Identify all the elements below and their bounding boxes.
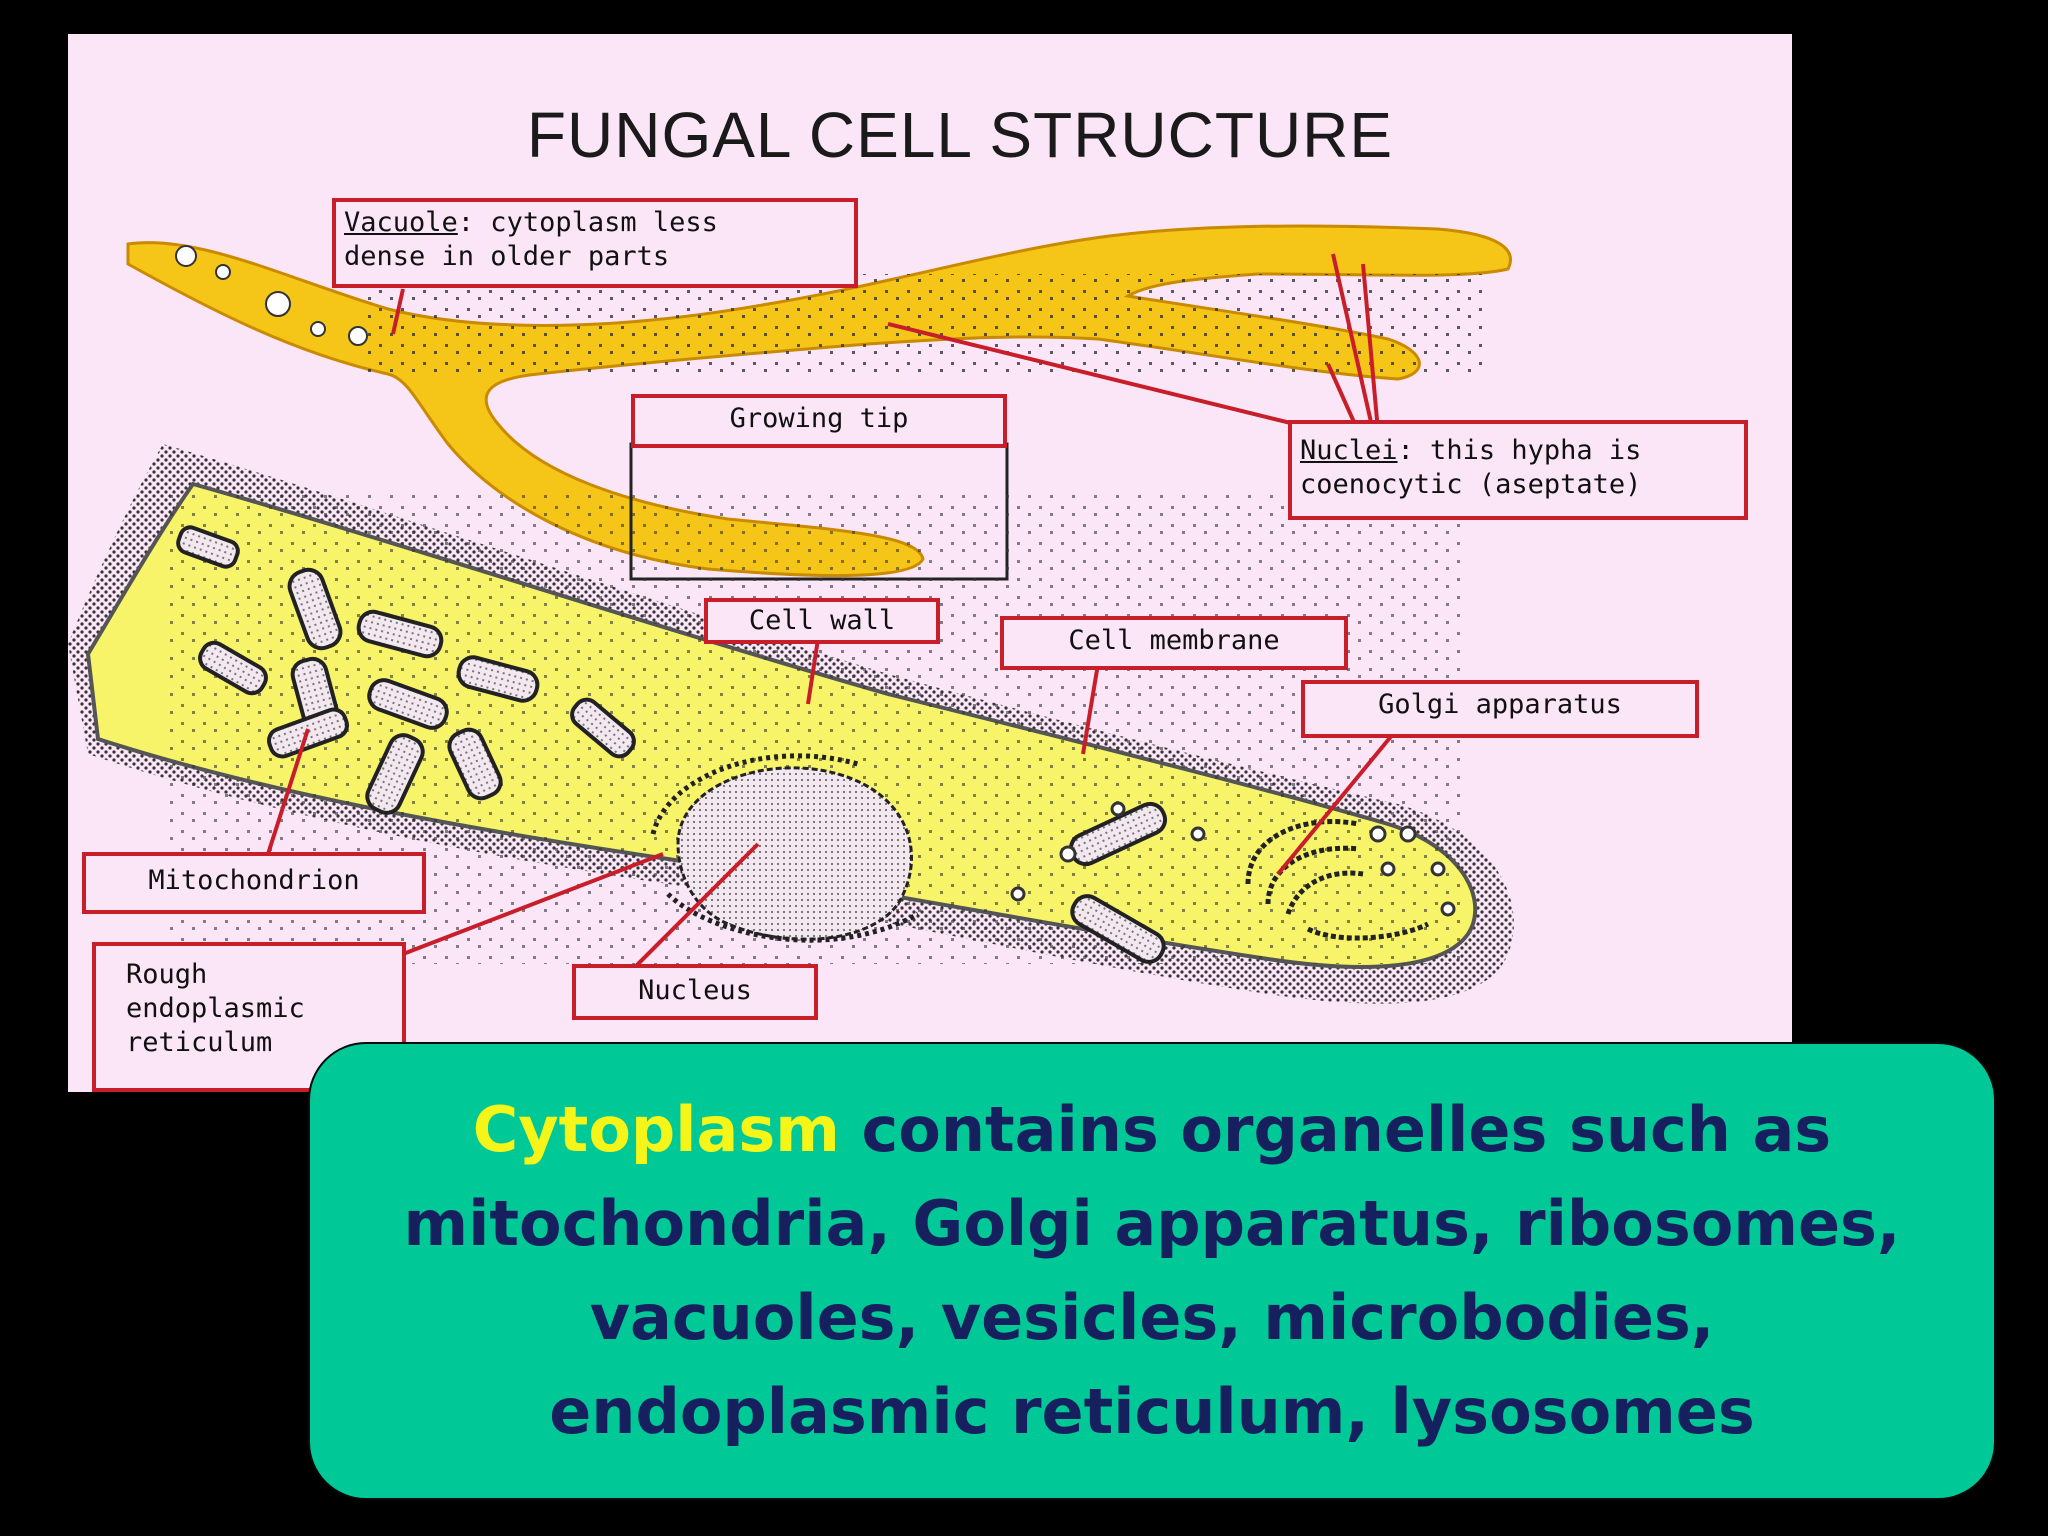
label-cell-membrane: Cell membrane [1000, 616, 1348, 670]
nuclei-term: Nuclei [1300, 435, 1398, 466]
nuclei-desc-2: coenocytic (aseptate) [1300, 469, 1642, 500]
label-cell-wall: Cell wall [704, 598, 940, 644]
hypha [126, 224, 1512, 578]
vacuole-desc-2: dense in older parts [344, 241, 670, 272]
label-nucleus: Nucleus [572, 964, 818, 1020]
callout-body: contains organelles such as mitochondria… [403, 1093, 1901, 1448]
cytoplasm-callout: Cytoplasm contains organelles such as mi… [308, 1042, 1996, 1500]
diagram-artwork [68, 224, 1514, 1004]
diagram-title: FUNGAL CELL STRUCTURE [526, 99, 1394, 171]
rer-line-2: endoplasmic [126, 993, 305, 1024]
label-vacuole: Vacuole: cytoplasm less dense in older p… [332, 198, 858, 288]
nuclei-desc-1: : this hypha is [1397, 435, 1642, 466]
label-golgi-apparatus: Golgi apparatus [1301, 680, 1699, 738]
rer-line-1: Rough [126, 959, 208, 990]
rer-line-3: reticulum [126, 1027, 273, 1058]
leader-lines [266, 253, 1395, 971]
vacuole-term: Vacuole [344, 207, 458, 238]
label-growing-tip: Growing tip [631, 394, 1007, 448]
vacuole-desc-1: : cytoplasm less [457, 207, 718, 238]
label-nuclei: Nuclei: this hypha is coenocytic (asepta… [1288, 420, 1748, 520]
fungal-cell-diagram: FUNGAL CELL STRUCTURE Vacuole: cytoplasm… [68, 34, 1792, 1092]
mitochondria [176, 525, 1168, 964]
nucleus-shape [650, 753, 920, 943]
callout-highlight: Cytoplasm [472, 1093, 840, 1166]
callout-text: Cytoplasm contains organelles such as mi… [372, 1083, 1932, 1459]
label-mitochondrion: Mitochondrion [82, 852, 426, 914]
golgi-shape [1245, 819, 1430, 941]
vesicles [1010, 801, 1456, 917]
